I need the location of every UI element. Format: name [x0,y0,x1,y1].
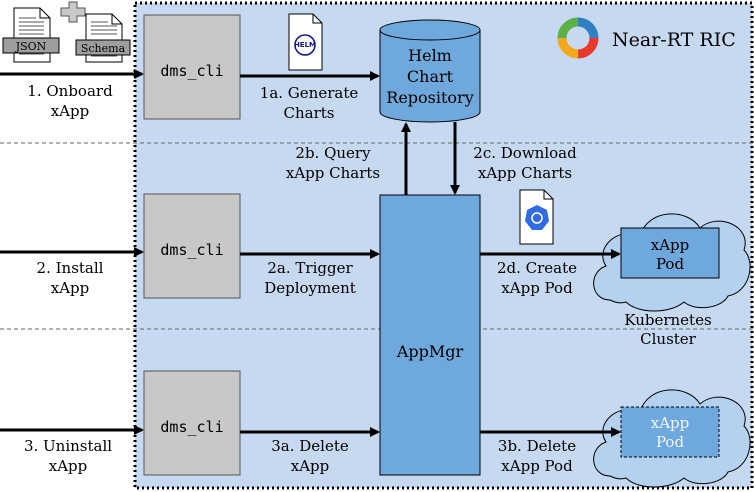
helm-logo-text: HELM [294,41,316,49]
dms-cli-box-onboard [143,14,241,120]
step-3-label-line1: 3. Uninstall [24,437,112,455]
dms-cli-box-uninstall [143,370,241,476]
kubernetes-file-icon [519,189,554,245]
schema-file-icon [75,13,131,63]
k8s-label-1: Kubernetes [624,311,711,329]
step-2-label-line1: 2. Install [37,259,104,277]
dms-cli-box-install [143,193,241,299]
pod-label-2: Pod [656,433,685,451]
step-2c-label-line2: xApp Charts [478,164,572,182]
step-2c-label-line1: 2c. Download [473,144,577,162]
xapp-pod-box [620,227,720,279]
plus-icon [60,1,86,23]
step-2a-label-line1: 2a. Trigger [267,259,353,277]
xapp-pod-deleted-box [620,406,720,458]
step-1-label-line2: xApp [51,102,90,120]
appmgr-label: AppMgr [396,342,464,361]
dms-cli-label: dms_cli [160,241,223,259]
dms-cli-label: dms_cli [160,418,223,436]
schema-label: Schema [81,42,126,55]
step-2b-label-line1: 2b. Query [295,144,371,162]
helm-repo-label-1: Helm [408,46,452,65]
ric-logo-icon [557,17,599,59]
step-2-label-line2: xApp [51,279,90,297]
helm-repo-label-3: Repository [386,88,473,107]
step-2b-label-line2: xApp Charts [286,164,380,182]
step-3a-label-line1: 3a. Delete [271,437,349,455]
pod-label-1: xApp [651,236,690,254]
helm-file-icon [288,13,323,71]
step-3a-label-line2: xApp [291,457,330,475]
step-1a-label-line2: Charts [284,104,335,122]
json-file-icon [2,7,60,63]
helm-repo-label-2: Chart [407,67,454,86]
json-label: JSON [15,40,47,53]
step-1a-label-line1: 1a. Generate [260,84,359,102]
appmgr-box [379,194,481,476]
step-2a-label-line2: Deployment [264,279,356,297]
helm-chart-repository [379,19,481,123]
step-2d-label-line2: xApp Pod [501,279,573,297]
step-3b-label-line1: 3b. Delete [498,437,576,455]
k8s-label-2: Cluster [640,330,697,348]
step-3b-label-line2: xApp Pod [501,457,573,475]
step-3-label-line2: xApp [49,457,88,475]
ric-label: Near-RT RIC [612,29,736,51]
step-1-label-line1: 1. Onboard [27,82,113,100]
dms-cli-label: dms_cli [160,62,223,80]
step-2d-label-line1: 2d. Create [497,259,577,277]
pod-label-2: Pod [656,255,685,273]
pod-label-1: xApp [651,414,690,432]
